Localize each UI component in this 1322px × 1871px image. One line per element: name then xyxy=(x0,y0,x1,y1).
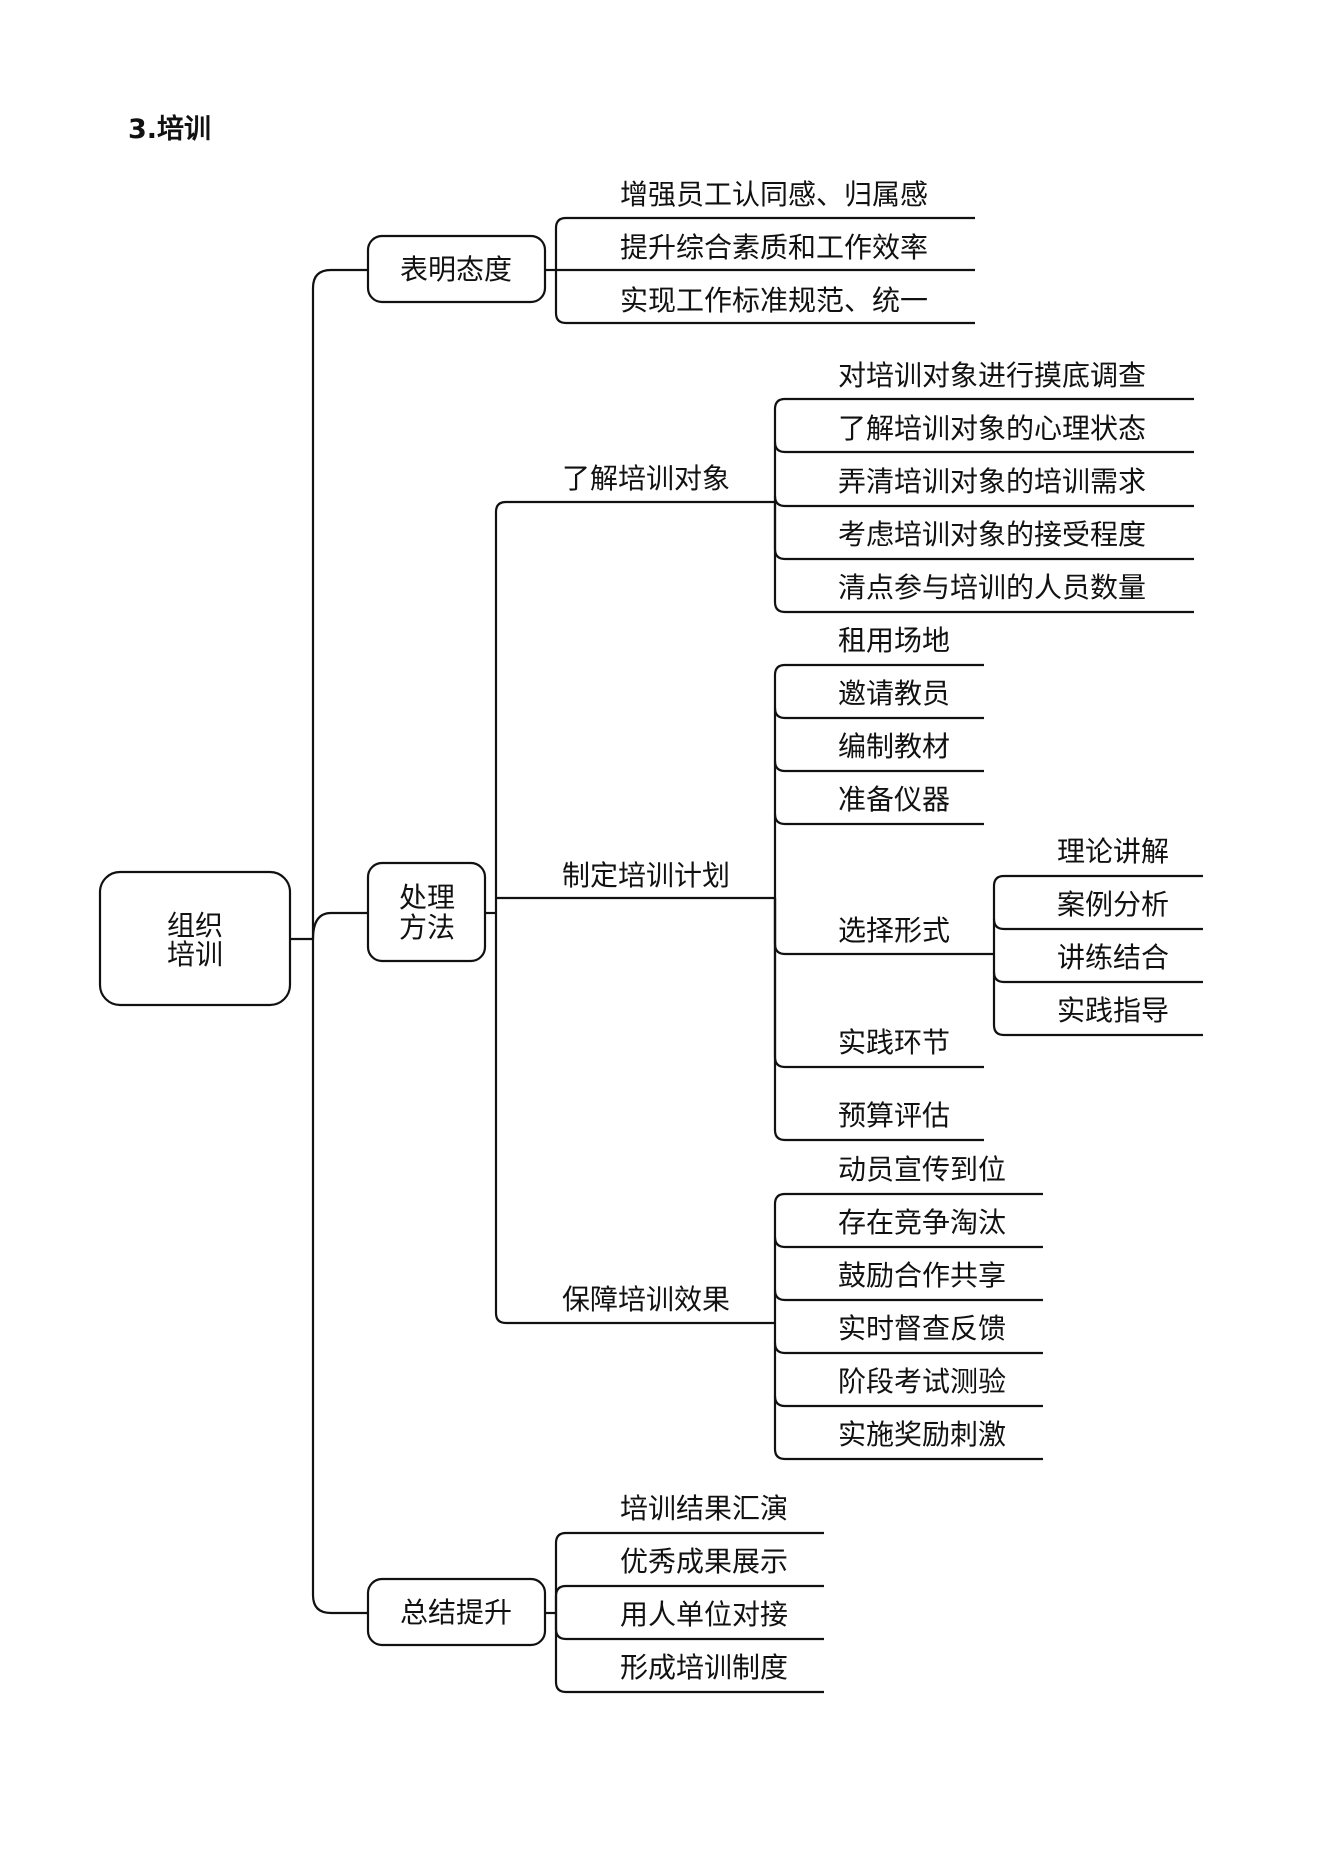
form-node-label: 选择形式 xyxy=(838,914,950,947)
understand-item: 弄清培训对象的培训需求 xyxy=(838,465,1146,498)
effect-item: 阶段考试测验 xyxy=(838,1365,1006,1398)
understand-item: 对培训对象进行摸底调查 xyxy=(838,359,1146,392)
plan-item: 预算评估 xyxy=(838,1099,950,1132)
method-node-line2: 方法 xyxy=(399,911,455,944)
form-item: 实践指导 xyxy=(1057,994,1169,1027)
plan-item: 邀请教员 xyxy=(838,677,950,710)
plan-item: 租用场地 xyxy=(838,624,950,657)
summary-node-label: 总结提升 xyxy=(400,1596,512,1629)
page-title: 3.培训 xyxy=(128,114,212,145)
attitude-item: 提升综合素质和工作效率 xyxy=(620,231,928,264)
root-node-line1: 组织 xyxy=(167,909,223,942)
attitude-item: 增强员工认同感、归属感 xyxy=(620,178,928,211)
root-node-line2: 培训 xyxy=(167,938,223,971)
method-node-line1: 处理 xyxy=(399,881,455,914)
plan-item: 实践环节 xyxy=(838,1026,950,1059)
summary-item: 培训结果汇演 xyxy=(620,1492,788,1525)
effect-item: 动员宣传到位 xyxy=(838,1153,1006,1186)
attitude-item: 实现工作标准规范、统一 xyxy=(620,284,928,317)
form-item: 案例分析 xyxy=(1057,888,1169,921)
effect-item: 实施奖励刺激 xyxy=(838,1418,1006,1451)
method-node-box xyxy=(366,861,487,963)
effect-node-label: 保障培训效果 xyxy=(562,1283,730,1316)
effect-item: 鼓励合作共享 xyxy=(838,1259,1006,1292)
attitude-node-box xyxy=(366,234,547,304)
summary-item: 优秀成果展示 xyxy=(620,1545,788,1578)
effect-item: 实时督查反馈 xyxy=(838,1312,1006,1345)
attitude-node-label: 表明态度 xyxy=(400,253,512,286)
understand-item: 了解培训对象的心理状态 xyxy=(838,412,1146,445)
understand-item: 清点参与培训的人员数量 xyxy=(838,571,1146,604)
plan-item: 准备仪器 xyxy=(838,783,950,816)
understand-node-label: 了解培训对象 xyxy=(562,462,730,495)
summary-node-box xyxy=(366,1577,547,1647)
summary-item: 用人单位对接 xyxy=(620,1598,788,1631)
form-item: 理论讲解 xyxy=(1057,835,1169,868)
connectors xyxy=(291,216,1203,1694)
root-node-box xyxy=(98,870,292,1007)
form-item: 讲练结合 xyxy=(1057,941,1169,974)
plan-item: 编制教材 xyxy=(838,730,950,763)
effect-item: 存在竞争淘汰 xyxy=(838,1206,1006,1239)
understand-item: 考虑培训对象的接受程度 xyxy=(838,518,1146,551)
summary-item: 形成培训制度 xyxy=(620,1651,788,1684)
plan-node-label: 制定培训计划 xyxy=(562,859,730,892)
